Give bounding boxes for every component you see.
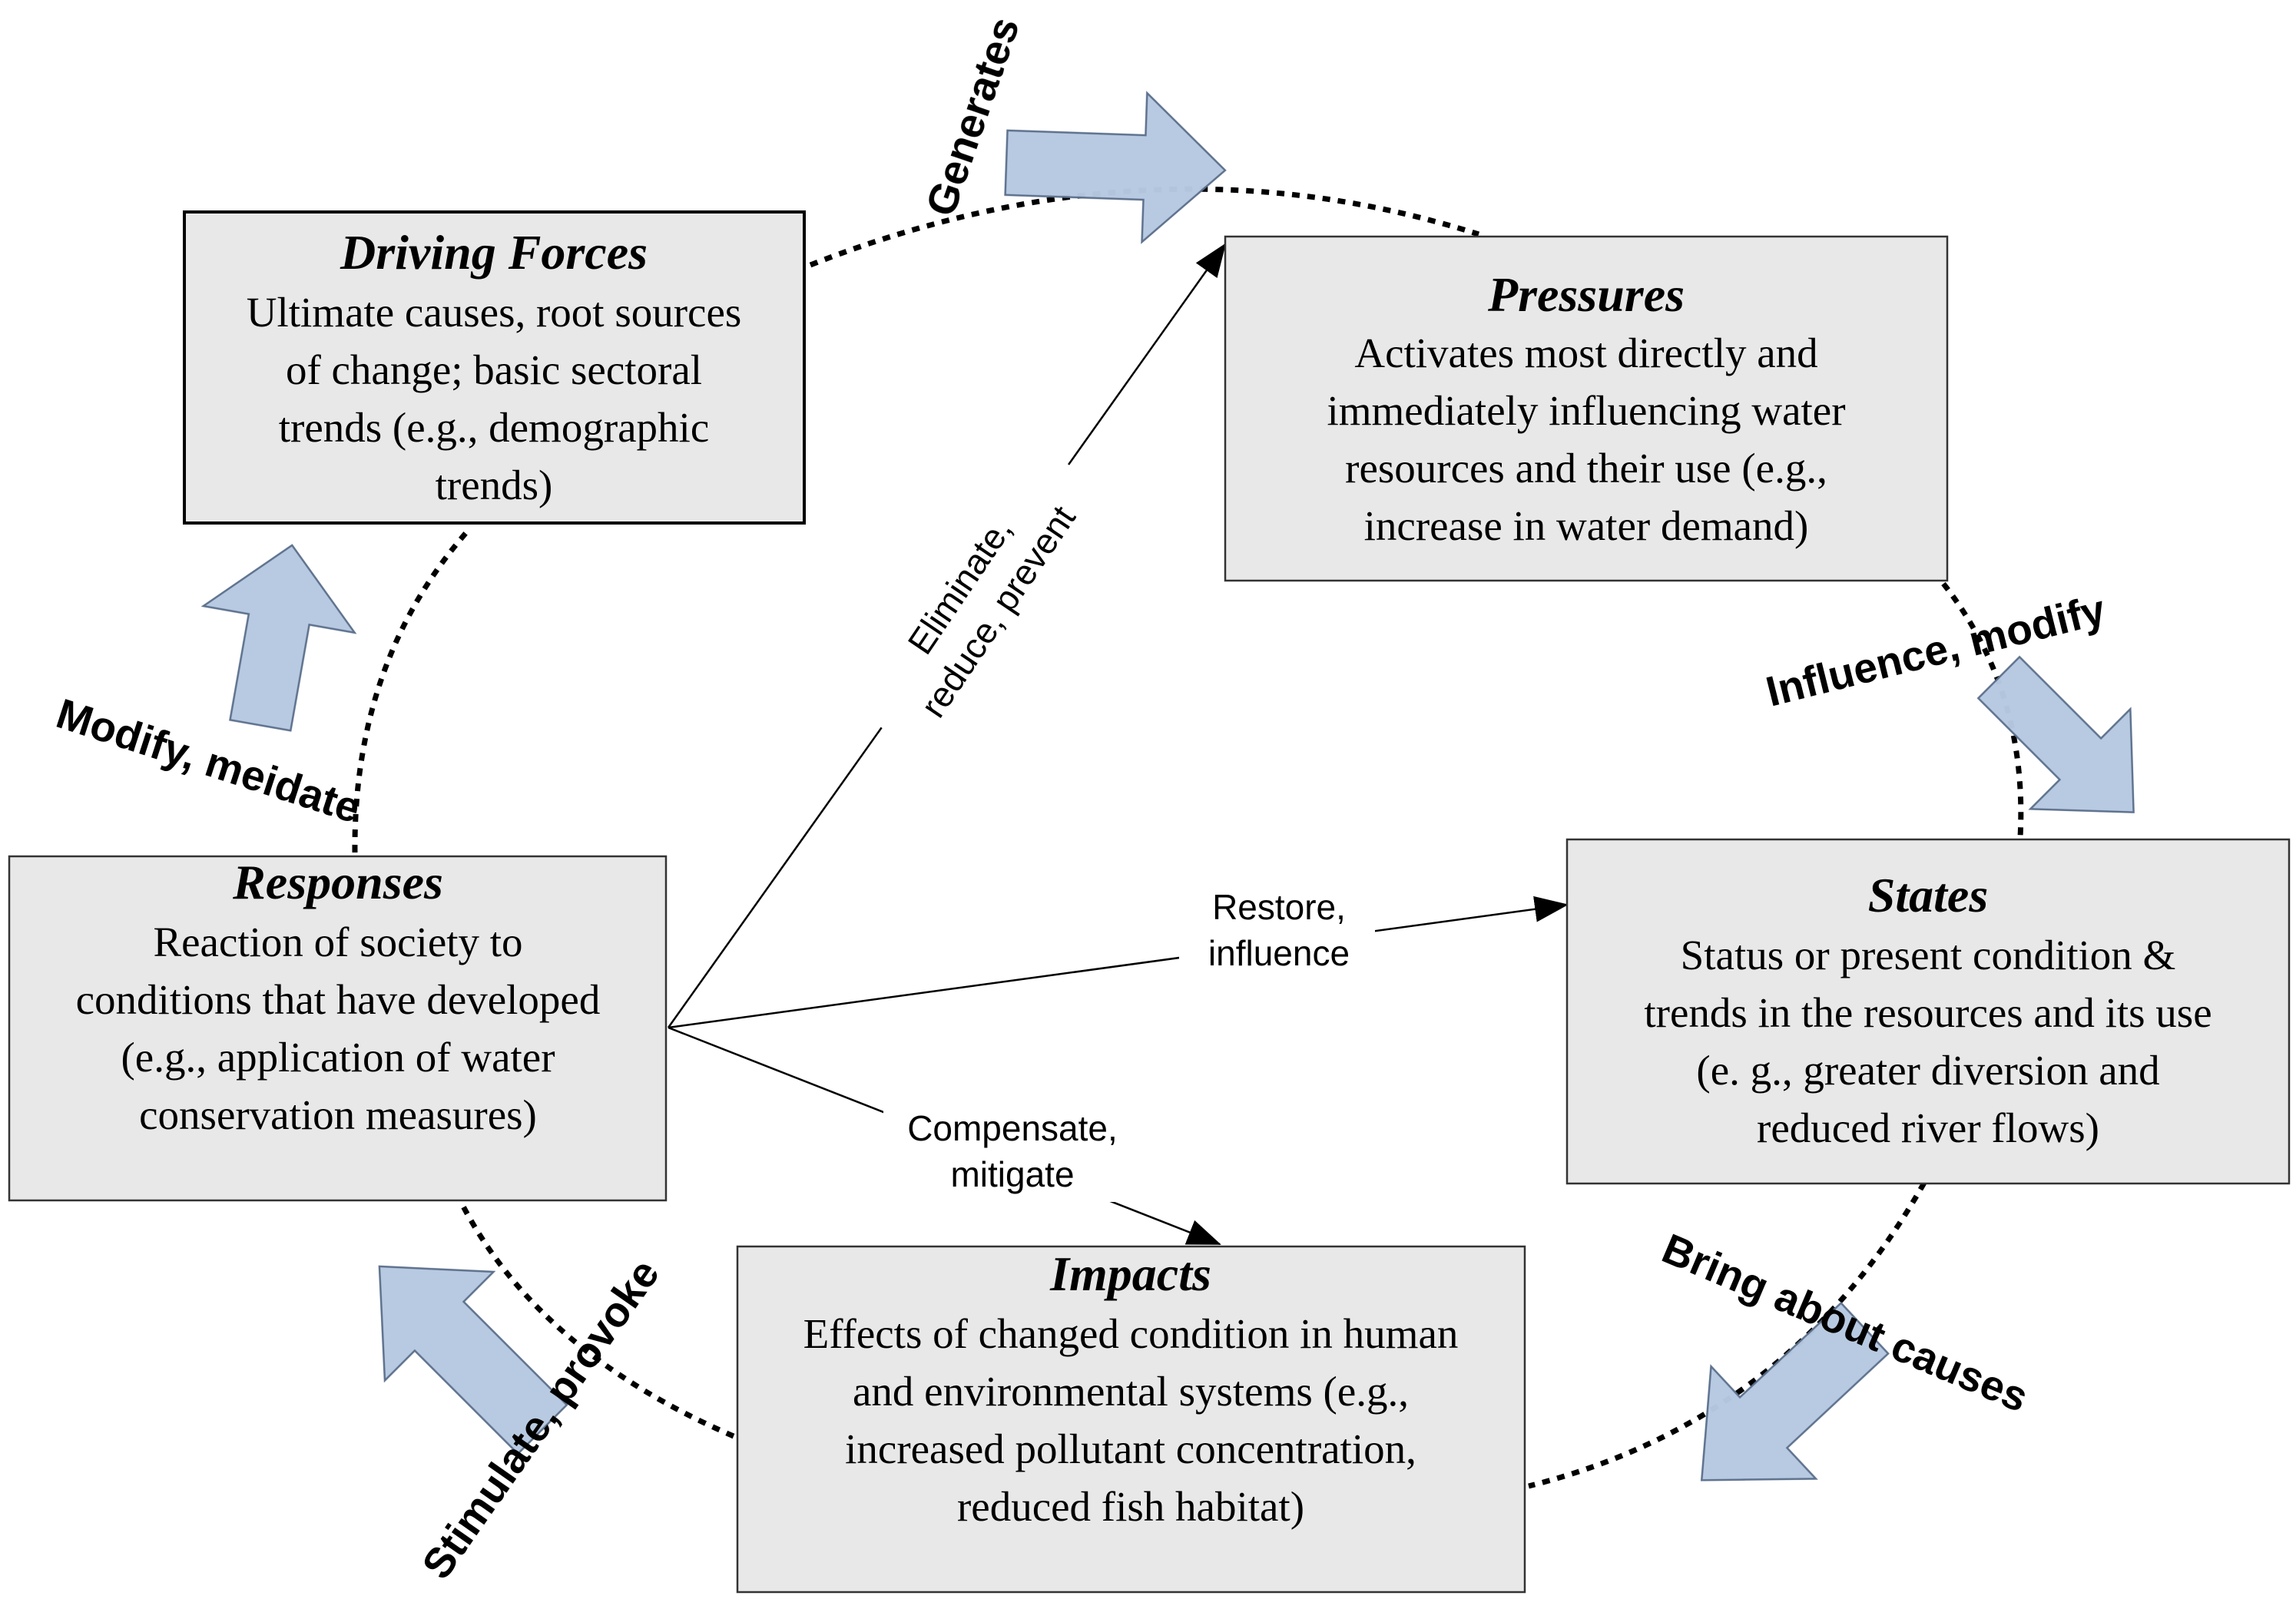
responses-line-2: conditions that have developed xyxy=(76,976,601,1023)
arrow-stimulate-provoke xyxy=(378,1265,568,1455)
pressures-title: Pressures xyxy=(1487,267,1685,322)
impacts-line-4: reduced fish habitat) xyxy=(957,1483,1304,1530)
impacts-line-2: and environmental systems (e.g., xyxy=(853,1368,1409,1415)
label-modify-meidate: Modify, meidate xyxy=(51,689,366,832)
link-restore-arrow xyxy=(668,896,1569,1029)
eliminate-label-bg xyxy=(841,432,1115,763)
pressures-line-3: resources and their use (e.g., xyxy=(1345,445,1827,492)
impacts-title: Impacts xyxy=(1049,1246,1211,1301)
pressures-line-1: Activates most directly and xyxy=(1354,329,1817,376)
states-line-4: reduced river flows) xyxy=(1757,1104,2099,1151)
states-line-2: trends in the resources and its use xyxy=(1644,989,2212,1036)
arrow-modify-meidate xyxy=(200,544,357,732)
label-restore-line-2: influence xyxy=(1208,933,1350,973)
arrow-influence-modify xyxy=(1976,655,2135,813)
responses-title: Responses xyxy=(232,855,443,909)
box-states: States Status or present condition & tre… xyxy=(1565,838,2291,1185)
connector-responses-to-driving xyxy=(352,528,471,853)
box-pressures: Pressures Activates most directly and im… xyxy=(1224,235,1949,582)
compensate-label-bg xyxy=(883,1091,1141,1202)
driving-forces-line-1: Ultimate causes, root sources xyxy=(247,289,742,336)
block-arrows xyxy=(200,91,2135,1481)
responses-line-3: (e.g., application of water xyxy=(121,1034,555,1081)
arrow-bring-about-causes xyxy=(1700,1301,1890,1481)
pressures-line-4: increase in water demand) xyxy=(1364,502,1809,549)
driving-forces-title: Driving Forces xyxy=(340,225,648,280)
cycle-connectors xyxy=(352,186,2024,1489)
connector-pressures-to-states xyxy=(1941,581,2024,838)
arrow-generates xyxy=(1004,91,1227,244)
box-responses: Responses Reaction of society to conditi… xyxy=(8,855,668,1202)
driving-forces-line-4: trends) xyxy=(436,462,553,508)
states-line-3: (e. g., greater diversion and xyxy=(1696,1047,2159,1094)
responses-line-4: conservation measures) xyxy=(139,1091,537,1138)
label-compensate-line-2: mitigate xyxy=(950,1154,1074,1194)
responses-line-1: Reaction of society to xyxy=(153,919,522,965)
driving-forces-line-2: of change; basic sectoral xyxy=(286,346,702,393)
impacts-line-3: increased pollutant concentration, xyxy=(845,1425,1416,1472)
states-title: States xyxy=(1868,868,1988,922)
impacts-line-1: Effects of changed condition in human xyxy=(803,1310,1459,1357)
driving-forces-line-3: trends (e.g., demographic xyxy=(279,404,710,451)
box-impacts: Impacts Effects of changed condition in … xyxy=(736,1245,1526,1594)
states-line-1: Status or present condition & xyxy=(1681,932,2176,978)
label-restore-line-1: Restore, xyxy=(1212,887,1346,927)
box-driving-forces: Driving Forces Ultimate causes, root sou… xyxy=(183,210,806,525)
pressures-line-2: immediately influencing water xyxy=(1327,387,1845,434)
connector-driving-to-pressures xyxy=(809,186,1480,268)
restore-label-bg xyxy=(1179,876,1375,979)
label-compensate-line-1: Compensate, xyxy=(907,1108,1118,1148)
